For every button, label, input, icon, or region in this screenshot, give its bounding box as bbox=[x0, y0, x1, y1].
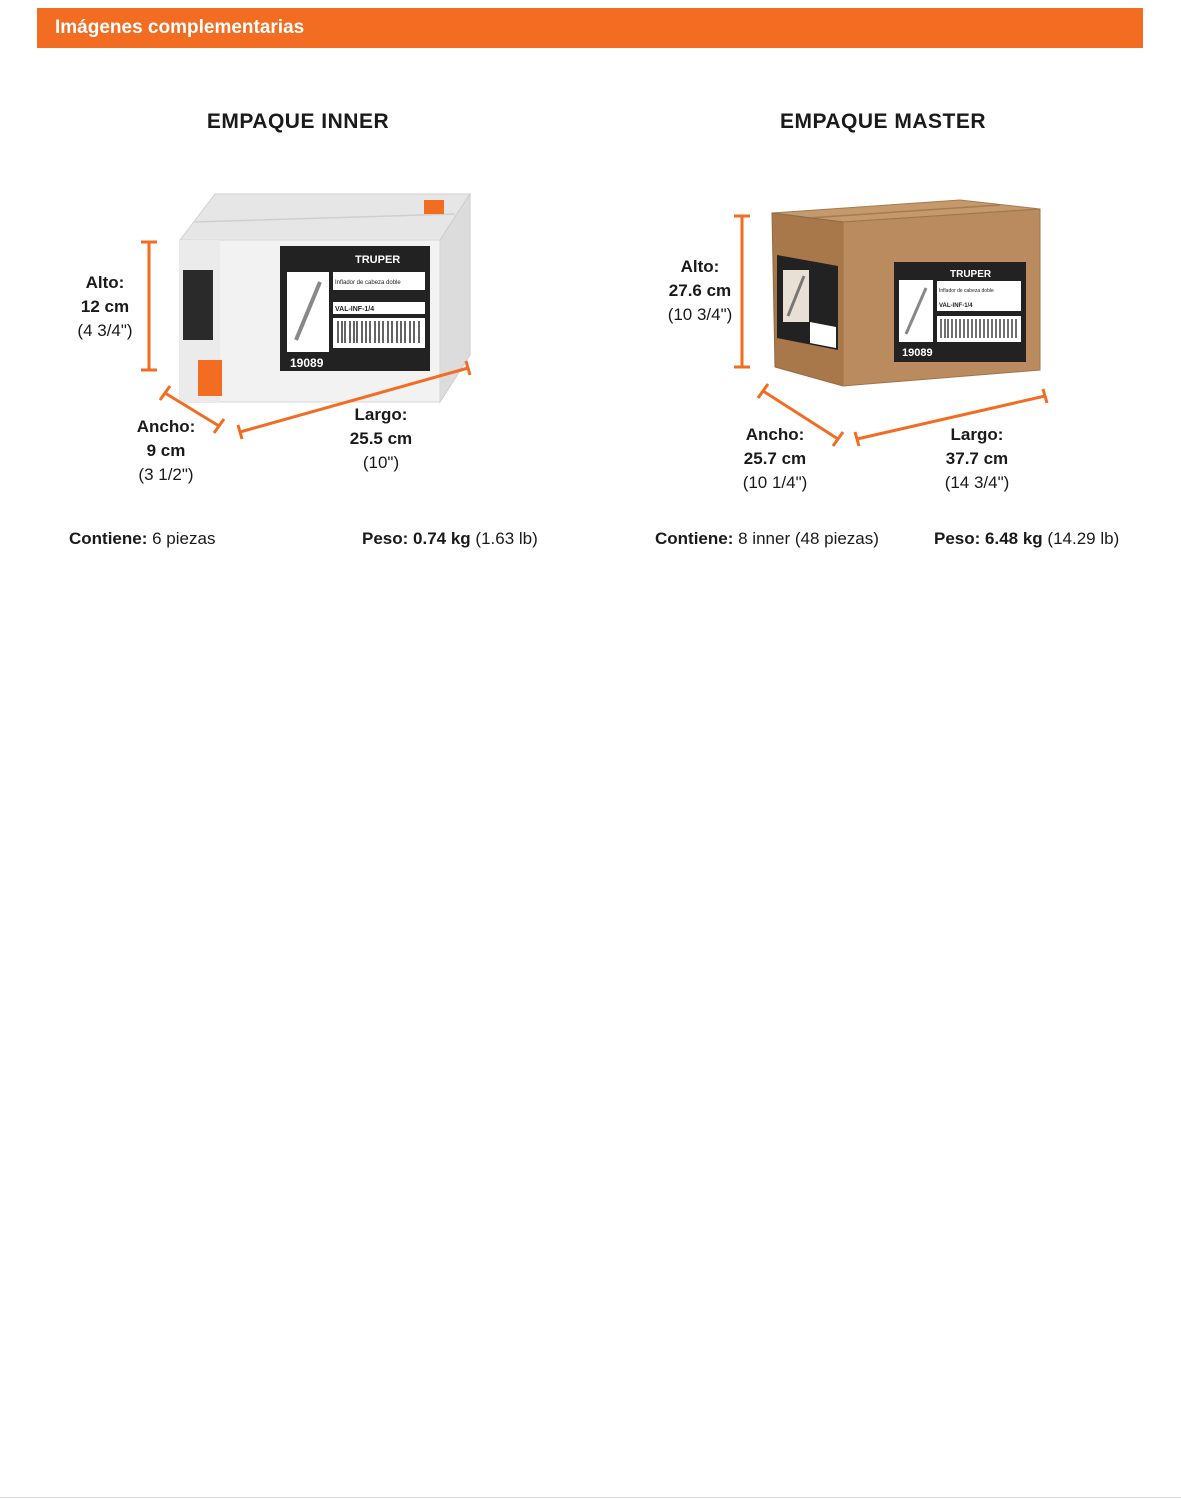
master-box-label-text: TRUPER Inflador de cabeza doble VAL-INF-… bbox=[902, 269, 994, 359]
master-largo-metric: 37.7 cm bbox=[945, 449, 1009, 468]
master-title: EMPAQUE MASTER bbox=[779, 110, 987, 133]
master-alto: Alto: 27.6 cm (10 3/4") bbox=[635, 255, 765, 327]
master-ancho: Ancho: 25.7 cm (10 1/4") bbox=[710, 423, 840, 495]
inner-largo: Largo: 25.5 cm (10") bbox=[316, 403, 446, 475]
master-largo: Largo: 37.7 cm (14 3/4") bbox=[912, 423, 1042, 495]
inner-peso: Peso: 0.74 kg (1.63 lb) bbox=[362, 529, 538, 549]
master-largo-label: Largo: bbox=[950, 425, 1004, 444]
master-contiene: Contiene: 8 inner (48 piezas) bbox=[655, 529, 879, 549]
master-contiene-value: 8 inner (48 piezas) bbox=[738, 529, 879, 548]
master-alto-label: Alto: bbox=[680, 257, 720, 276]
packaging-illustration: TRUPER Inflador de cabeza doble VAL-INF-… bbox=[141, 192, 1049, 447]
inner-alto-metric: 12 cm bbox=[80, 297, 130, 316]
master-largo-imperial: (14 3/4") bbox=[944, 473, 1010, 492]
inner-key: VAL-INF-1/4 bbox=[335, 306, 374, 313]
inner-box-image bbox=[178, 192, 471, 404]
inner-dimension-lines bbox=[141, 240, 472, 440]
inner-ancho-label: Ancho: bbox=[136, 417, 196, 436]
master-dimension-lines bbox=[734, 214, 1049, 447]
master-code: 19089 bbox=[902, 347, 933, 359]
inner-brand: TRUPER bbox=[355, 254, 400, 266]
master-brand: TRUPER bbox=[950, 269, 992, 280]
inner-contiene-value: 6 piezas bbox=[152, 529, 216, 548]
master-key: VAL-INF-1/4 bbox=[939, 303, 973, 309]
master-ancho-metric: 25.7 cm bbox=[743, 449, 807, 468]
master-peso-value: 6.48 kg bbox=[985, 529, 1043, 548]
master-peso-label: Peso: bbox=[934, 529, 981, 548]
inner-alto-imperial: (4 3/4") bbox=[77, 321, 133, 340]
inner-box-label-text: TRUPER Inflador de cabeza doble VAL-INF-… bbox=[290, 254, 401, 370]
inner-largo-label: Largo: bbox=[354, 405, 408, 424]
master-product: Inflador de cabeza doble bbox=[939, 288, 994, 294]
inner-largo-metric: 25.5 cm bbox=[349, 429, 413, 448]
inner-title: EMPAQUE INNER bbox=[206, 110, 390, 133]
section-header: Imágenes complementarias bbox=[37, 8, 1143, 48]
inner-code: 19089 bbox=[290, 356, 324, 370]
master-box-image bbox=[771, 199, 1041, 387]
inner-alto: Alto: 12 cm (4 3/4") bbox=[40, 271, 170, 343]
inner-peso-label: Peso: bbox=[362, 529, 409, 548]
inner-peso-value: 0.74 kg bbox=[413, 529, 471, 548]
page-bottom-divider bbox=[0, 1497, 1181, 1498]
inner-contiene: Contiene: 6 piezas bbox=[69, 529, 215, 549]
inner-product: Inflador de cabeza doble bbox=[335, 280, 401, 286]
inner-peso-imperial: (1.63 lb) bbox=[475, 529, 538, 548]
inner-alto-label: Alto: bbox=[85, 273, 125, 292]
master-peso-imperial: (14.29 lb) bbox=[1047, 529, 1120, 548]
master-ancho-label: Ancho: bbox=[745, 425, 805, 444]
master-peso: Peso: 6.48 kg (14.29 lb) bbox=[934, 529, 1119, 549]
inner-ancho-metric: 9 cm bbox=[146, 441, 186, 460]
inner-contiene-label: Contiene: bbox=[69, 529, 148, 548]
master-alto-imperial: (10 3/4") bbox=[667, 305, 733, 324]
master-alto-metric: 27.6 cm bbox=[668, 281, 732, 300]
inner-largo-imperial: (10") bbox=[362, 453, 400, 472]
inner-ancho: Ancho: 9 cm (3 1/2") bbox=[101, 415, 231, 487]
master-ancho-imperial: (10 1/4") bbox=[742, 473, 808, 492]
inner-ancho-imperial: (3 1/2") bbox=[138, 465, 194, 484]
section-title: Imágenes complementarias bbox=[55, 17, 305, 38]
master-contiene-label: Contiene: bbox=[655, 529, 734, 548]
